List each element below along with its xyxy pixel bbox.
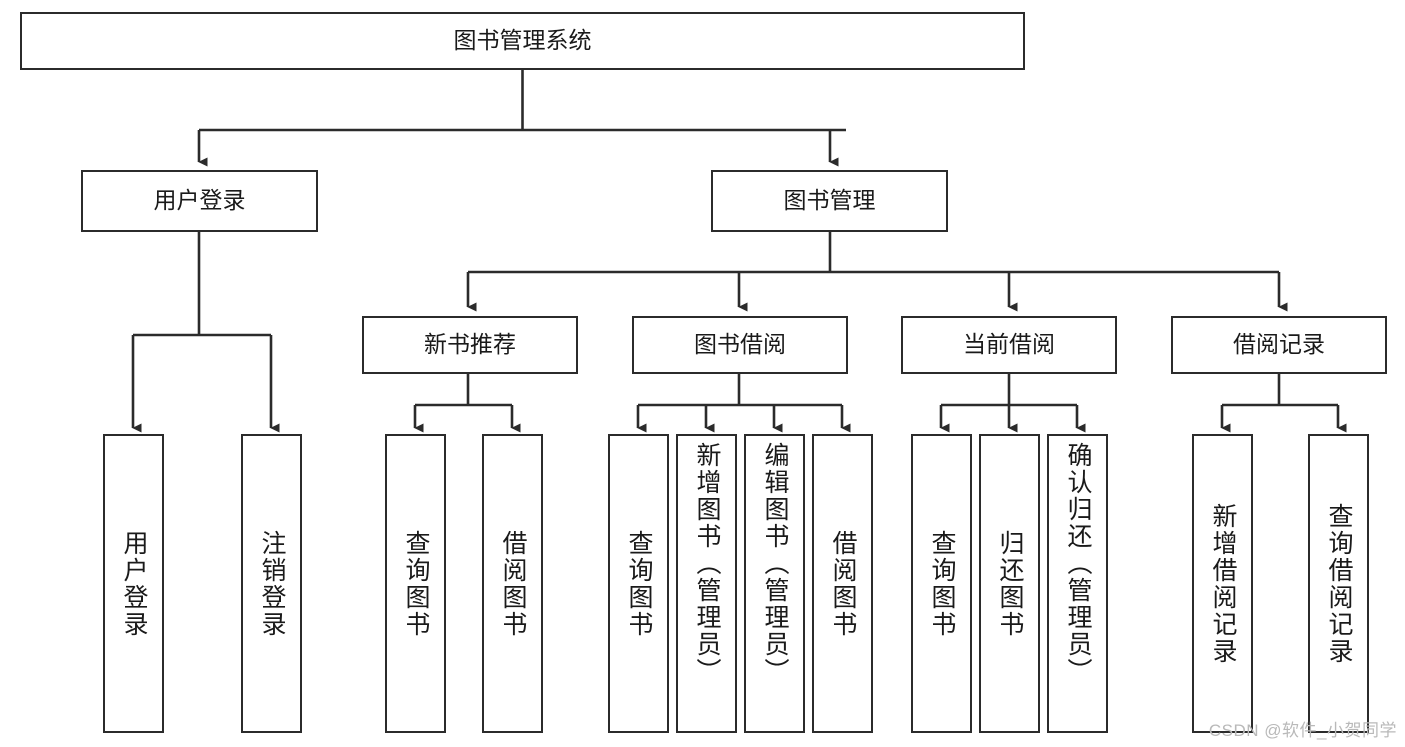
node-user-login[interactable]: 用户登录 bbox=[81, 170, 318, 232]
node-label: 确认归还（管理员） bbox=[1064, 442, 1092, 685]
node-label: 借阅记录 bbox=[1233, 331, 1325, 358]
node-label: 新增借阅记录 bbox=[1209, 502, 1237, 665]
leaf-logout[interactable]: 注销登录 bbox=[241, 434, 302, 733]
node-label: 注销登录 bbox=[258, 529, 286, 638]
node-book-management[interactable]: 图书管理 bbox=[711, 170, 948, 232]
node-label: 新书推荐 bbox=[424, 331, 516, 358]
node-label: 图书管理 bbox=[783, 187, 876, 214]
node-label: 当前借阅 bbox=[963, 331, 1055, 358]
node-system-root[interactable]: 图书管理系统 bbox=[20, 12, 1025, 70]
node-label: 新增图书（管理员） bbox=[693, 442, 721, 685]
leaf-add-borrow-record[interactable]: 新增借阅记录 bbox=[1192, 434, 1253, 733]
leaf-query-borrow-record[interactable]: 查询借阅记录 bbox=[1308, 434, 1369, 733]
node-label: 查询图书 bbox=[402, 529, 430, 638]
leaf-query-book-current[interactable]: 查询图书 bbox=[911, 434, 972, 733]
leaf-add-book-admin[interactable]: 新增图书（管理员） bbox=[676, 434, 737, 733]
node-label: 借阅图书 bbox=[499, 529, 527, 638]
watermark: CSDN @软件_小贺同学 bbox=[1208, 721, 1397, 740]
node-new-book-recommend[interactable]: 新书推荐 bbox=[362, 316, 578, 374]
node-label: 查询图书 bbox=[625, 529, 653, 638]
node-label: 编辑图书（管理员） bbox=[761, 442, 789, 685]
node-label: 用户登录 bbox=[120, 529, 148, 638]
node-label: 图书借阅 bbox=[694, 331, 786, 358]
node-label: 查询借阅记录 bbox=[1325, 502, 1353, 665]
node-borrow-record[interactable]: 借阅记录 bbox=[1171, 316, 1387, 374]
leaf-borrow-book-recommend[interactable]: 借阅图书 bbox=[482, 434, 543, 733]
leaf-borrow-book[interactable]: 借阅图书 bbox=[812, 434, 873, 733]
node-label: 查询图书 bbox=[928, 529, 956, 638]
node-label: 用户登录 bbox=[153, 187, 246, 214]
leaf-edit-book-admin[interactable]: 编辑图书（管理员） bbox=[744, 434, 805, 733]
leaf-query-book-recommend[interactable]: 查询图书 bbox=[385, 434, 446, 733]
node-book-borrow[interactable]: 图书借阅 bbox=[632, 316, 848, 374]
leaf-query-book-borrow[interactable]: 查询图书 bbox=[608, 434, 669, 733]
node-label: 图书管理系统 bbox=[453, 27, 592, 54]
node-label: 借阅图书 bbox=[829, 529, 857, 638]
leaf-return-book[interactable]: 归还图书 bbox=[979, 434, 1040, 733]
leaf-user-login[interactable]: 用户登录 bbox=[103, 434, 164, 733]
node-current-borrow[interactable]: 当前借阅 bbox=[901, 316, 1117, 374]
node-label: 归还图书 bbox=[996, 529, 1024, 638]
leaf-confirm-return-admin[interactable]: 确认归还（管理员） bbox=[1047, 434, 1108, 733]
